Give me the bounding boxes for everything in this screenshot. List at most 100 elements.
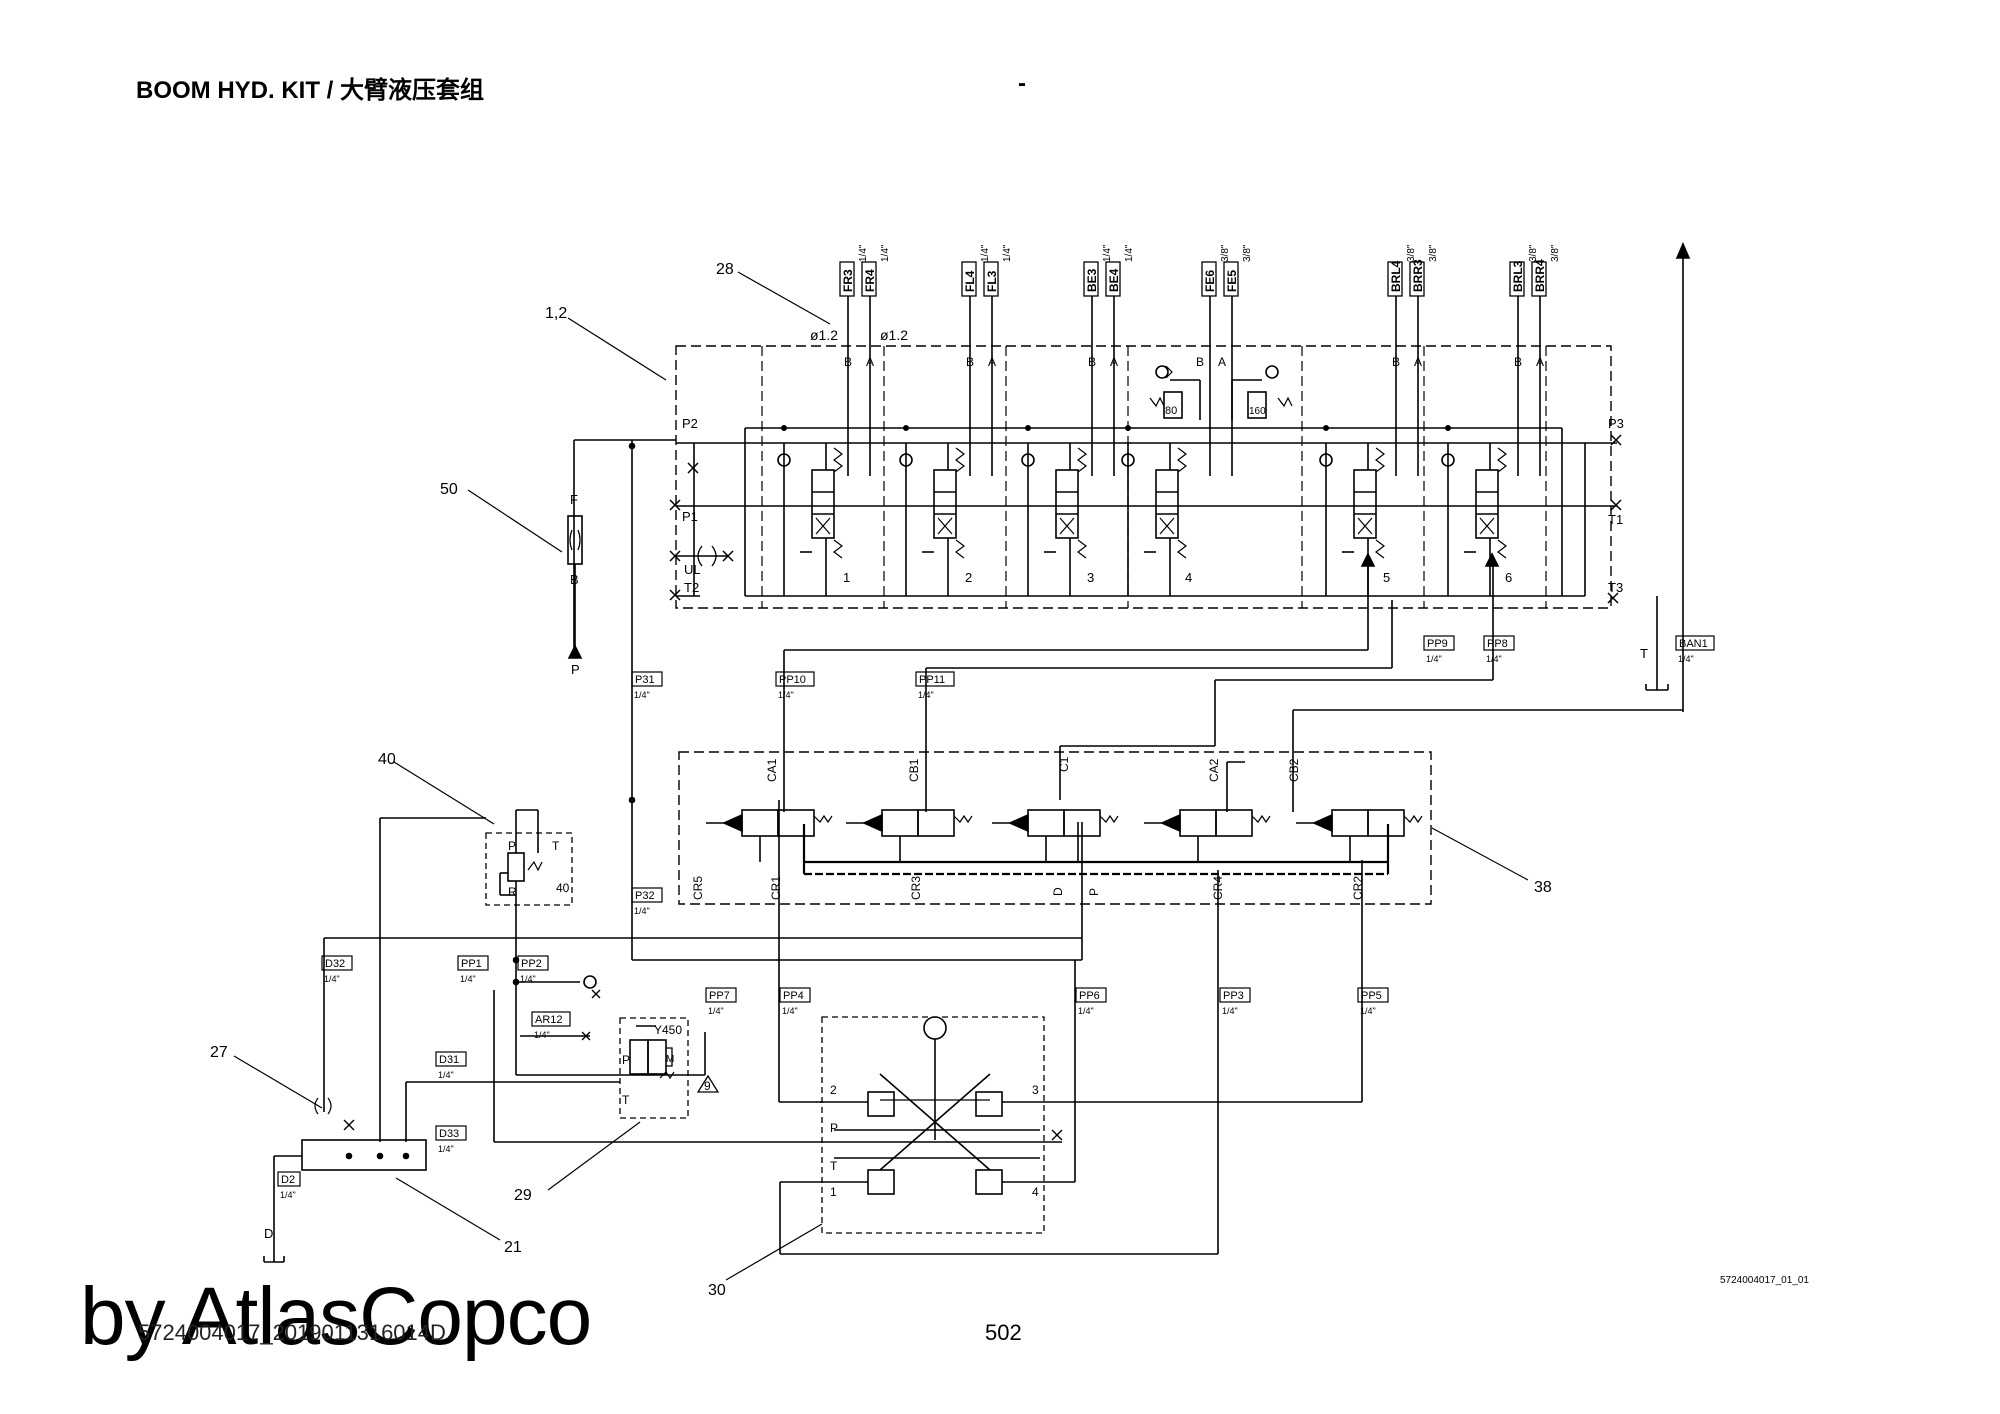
joystick-pilot-valve <box>820 1016 1063 1234</box>
svg-text:1/4": 1/4" <box>708 1006 724 1016</box>
prv-value: 40 <box>556 881 570 895</box>
port-a-label-1: A <box>866 355 874 369</box>
svg-text:1/4": 1/4" <box>534 1030 550 1040</box>
filter-b: B <box>570 572 579 587</box>
svg-text:BRL3: BRL3 <box>1511 260 1525 292</box>
port-a-label-3: A <box>1110 355 1118 369</box>
sel-cr4: CR4 <box>1211 876 1225 900</box>
sel-cr3: CR3 <box>909 876 923 900</box>
svg-text:D31: D31 <box>439 1054 459 1066</box>
prv-r: R <box>508 885 517 899</box>
svg-text:1/4": 1/4" <box>918 690 934 700</box>
svg-text:1/4": 1/4" <box>1002 244 1013 262</box>
port-p2: P2 <box>682 416 698 431</box>
svg-text:1/4": 1/4" <box>438 1070 454 1080</box>
svg-text:3/8": 3/8" <box>1428 244 1439 262</box>
orifice-label-1: ø1.2 <box>810 327 838 343</box>
filter-f: F <box>570 492 578 507</box>
svg-text:1/4": 1/4" <box>1426 654 1442 664</box>
svg-text:1/4": 1/4" <box>1078 1006 1094 1016</box>
svg-text:1/4": 1/4" <box>460 974 476 984</box>
selector-valve-5 <box>1296 809 1423 862</box>
svg-text:1/4": 1/4" <box>980 244 991 262</box>
callout-28: 28 <box>716 261 734 278</box>
spool-valve-2 <box>899 424 965 596</box>
svg-text:1/4": 1/4" <box>438 1144 454 1154</box>
joy-3: 3 <box>1032 1083 1039 1097</box>
page-number: 502 <box>985 1320 1022 1345</box>
joy-p: P <box>830 1121 838 1135</box>
pressure-reducing-valve <box>485 809 573 960</box>
orifice-label-2: ø1.2 <box>880 327 908 343</box>
port-b-label-3: B <box>1088 355 1096 369</box>
hose-tag-d2: D21/4" <box>277 1171 301 1200</box>
svg-text:1/4": 1/4" <box>324 974 340 984</box>
spool-valve-4 <box>1121 424 1187 596</box>
filter-p: P <box>571 662 580 677</box>
solenoid-name: Y450 <box>654 1023 682 1037</box>
relief-valve-80 <box>1149 365 1201 420</box>
relief-80: 80 <box>1165 405 1177 417</box>
spool-valve-1 <box>777 424 843 596</box>
selector-block-outline <box>678 751 1432 905</box>
sel-c1: C1 <box>1057 756 1071 772</box>
prv-t: T <box>552 839 560 853</box>
svg-text:3/8": 3/8" <box>1220 244 1231 262</box>
spool-valve-5 <box>1319 424 1385 596</box>
svg-text:PP2: PP2 <box>521 958 542 970</box>
svg-text:BRL4: BRL4 <box>1389 260 1403 292</box>
selector-valve-2 <box>846 809 973 862</box>
svg-text:PP11: PP11 <box>919 674 945 686</box>
inline-filter <box>567 515 583 659</box>
spool-valve-sections <box>777 424 1507 596</box>
diagram-labels: 28 1,2 50 40 27 29 21 30 38 ø1.2 ø1.2 P2… <box>210 261 1648 1299</box>
hose-tag-pp1: PP11/4" <box>457 955 489 984</box>
svg-text:BE3: BE3 <box>1085 268 1099 292</box>
callout-29: 29 <box>514 1187 532 1204</box>
hose-tag-d33: D33 1/4" <box>435 1125 467 1154</box>
solenoid-t: T <box>622 1093 630 1107</box>
svg-text:BRR4: BRR4 <box>1533 259 1547 292</box>
section-3: 3 <box>1087 570 1094 585</box>
svg-text:1/4": 1/4" <box>1222 1006 1238 1016</box>
sel-ca2: CA2 <box>1207 758 1221 782</box>
relief-160: 160 <box>1249 406 1266 417</box>
watermark: by AtlasCopco <box>80 1271 592 1362</box>
svg-text:P31: P31 <box>635 674 655 686</box>
svg-text:PP6: PP6 <box>1079 990 1100 1002</box>
sel-d: D <box>1051 887 1065 896</box>
hose-tag-pp9: PP9 1/4" <box>1423 635 1455 664</box>
port-b-label-6: B <box>1514 355 1522 369</box>
spool-valve-3 <box>1021 424 1087 596</box>
sel-cr5: CR5 <box>691 876 705 900</box>
svg-text:D33: D33 <box>439 1128 459 1140</box>
port-a-label-2: A <box>988 355 996 369</box>
svg-text:BAN1: BAN1 <box>1679 638 1708 650</box>
callout-30: 30 <box>708 1282 726 1299</box>
tank-label: T <box>1640 646 1648 661</box>
svg-text:1/4": 1/4" <box>634 906 650 916</box>
hose-tag-d31: D31 1/4" <box>435 1051 467 1080</box>
port-a-label-6: A <box>1536 355 1544 369</box>
callout-38: 38 <box>1534 879 1552 896</box>
port-p1: P1 <box>682 509 698 524</box>
svg-text:PP9: PP9 <box>1427 638 1448 650</box>
spool-valve-6 <box>1441 424 1507 596</box>
